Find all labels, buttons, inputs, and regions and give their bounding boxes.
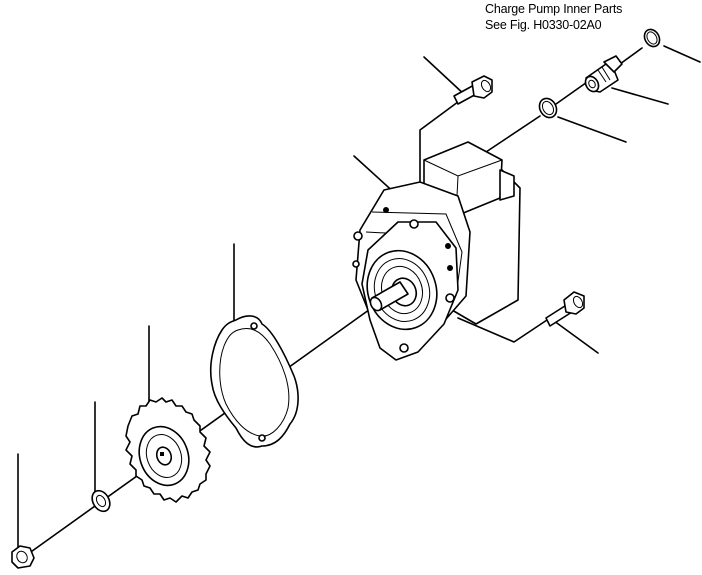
washer[interactable] [89, 487, 114, 514]
connector-fitting[interactable] [583, 55, 623, 94]
bolt-upper[interactable] [453, 75, 493, 105]
leader-o-ring-medium[interactable] [557, 116, 627, 143]
charge-pump-assembly[interactable] [352, 141, 521, 361]
axis-line-upper-2 [555, 79, 591, 105]
caption: Charge Pump Inner Parts See Fig. H0330-0… [485, 1, 622, 33]
o-ring-medium[interactable] [536, 95, 560, 120]
caption-line-1: Charge Pump Inner Parts [485, 2, 623, 16]
leader-lines [17, 45, 701, 555]
axis-line-upper [485, 115, 541, 153]
nut[interactable] [11, 545, 35, 569]
leader-o-ring-small[interactable] [663, 45, 701, 63]
axis-line-upper-3 [619, 47, 643, 65]
gasket[interactable] [209, 315, 299, 448]
drive-gear[interactable] [125, 397, 211, 503]
caption-line-2: See Fig. H0330-02A0 [485, 18, 602, 32]
leader-connector-fitting[interactable] [611, 87, 669, 105]
leader-bolt-upper[interactable] [419, 56, 467, 233]
leader-bolt-lower[interactable] [457, 317, 599, 354]
axis-line-lower [27, 301, 381, 555]
bolt-lower[interactable] [545, 291, 585, 327]
o-ring-small[interactable] [641, 27, 662, 50]
